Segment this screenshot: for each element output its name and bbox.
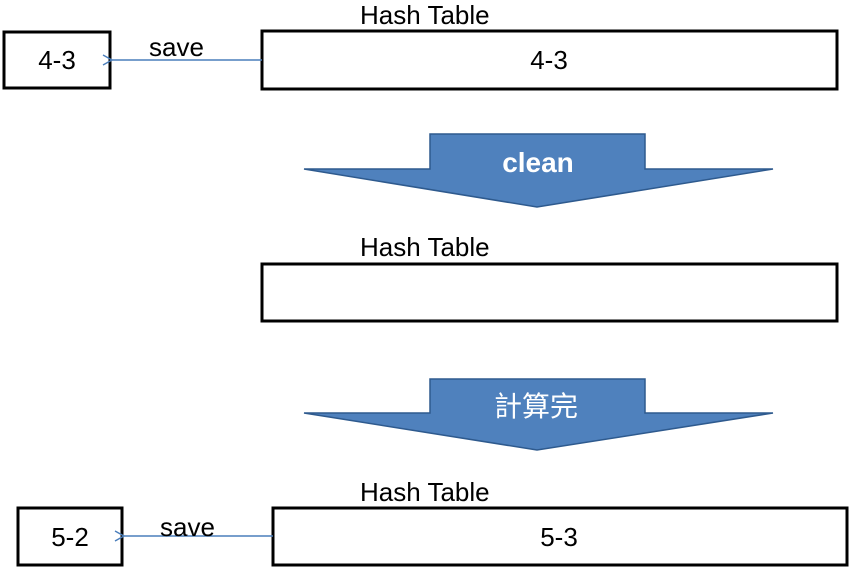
hash-table-value-1: 4-3 bbox=[530, 45, 568, 75]
compute-done-arrow: 計算完 bbox=[303, 378, 774, 451]
stage-3: Hash Table 5-3 5-2 save bbox=[16, 477, 849, 567]
down-arrow-icon bbox=[303, 133, 774, 208]
hash-table-title-2: Hash Table bbox=[360, 232, 490, 262]
hash-table-box-2 bbox=[260, 262, 839, 323]
saved-value-1: 4-3 bbox=[38, 45, 76, 75]
saved-box-1 bbox=[2, 30, 112, 90]
hash-table-value-3: 5-3 bbox=[540, 522, 578, 552]
save-label-3: save bbox=[160, 512, 215, 542]
save-label-1: save bbox=[149, 32, 204, 62]
compute-done-arrow-label: 計算完 bbox=[494, 391, 578, 422]
clean-arrow: clean bbox=[303, 133, 774, 208]
hash-table-box-3 bbox=[271, 506, 849, 567]
down-arrow-icon bbox=[303, 378, 774, 451]
stage-2: Hash Table bbox=[260, 232, 839, 323]
hash-table-title-3: Hash Table bbox=[360, 477, 490, 507]
clean-arrow-label: clean bbox=[502, 147, 574, 178]
saved-value-3: 5-2 bbox=[51, 522, 89, 552]
stage-1: Hash Table 4-3 4-3 save bbox=[2, 0, 839, 91]
hash-table-title-1: Hash Table bbox=[360, 0, 490, 30]
